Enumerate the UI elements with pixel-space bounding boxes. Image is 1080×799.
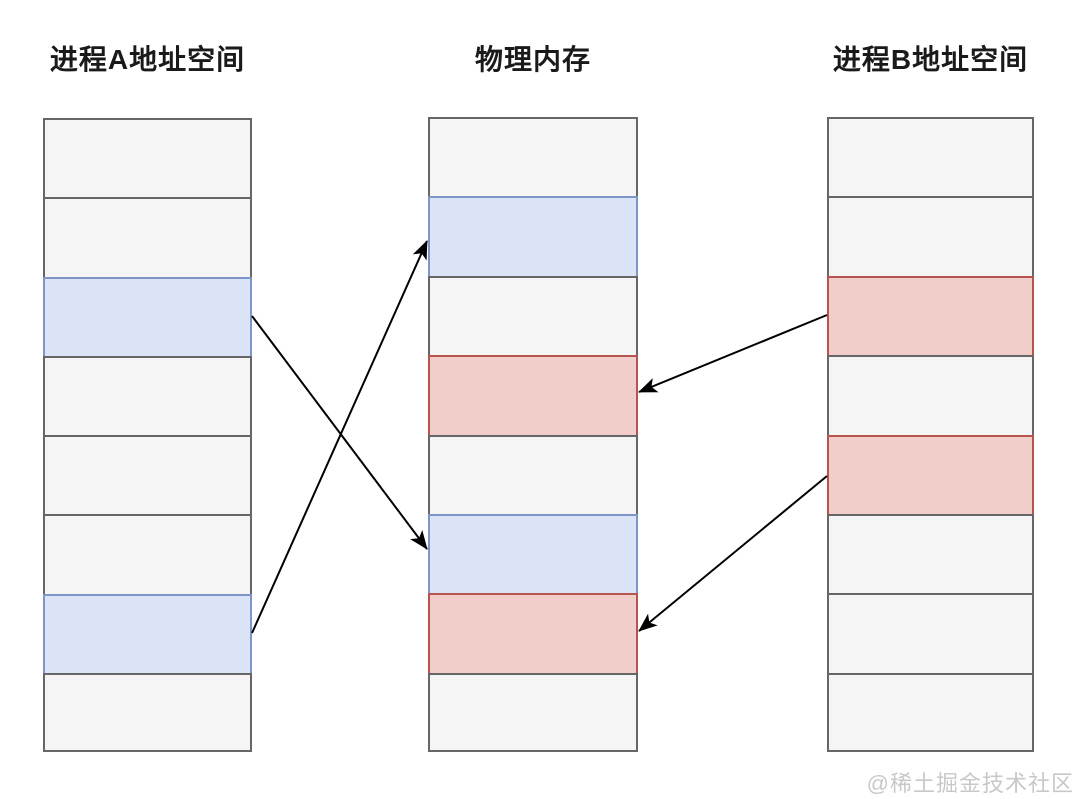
physical-memory-row-5 bbox=[428, 435, 638, 516]
physical-memory-row-1 bbox=[428, 117, 638, 198]
process-a-row-8 bbox=[43, 673, 252, 752]
mapping-arrow-a-page7-to-frame2 bbox=[251, 240, 428, 634]
process-a-row-4 bbox=[43, 356, 252, 437]
process-a-row-5 bbox=[43, 435, 252, 516]
process-a-column bbox=[43, 118, 252, 752]
physical-memory-row-8 bbox=[428, 673, 638, 752]
process-b-row-8 bbox=[827, 673, 1034, 752]
process-b-row-2 bbox=[827, 196, 1034, 278]
physical-memory-row-2-blue bbox=[428, 196, 638, 278]
process-a-row-6 bbox=[43, 514, 252, 596]
process-b-title: 进程B地址空间 bbox=[832, 44, 1029, 75]
process-b-row-3-red bbox=[827, 276, 1034, 357]
physical-memory-column bbox=[428, 117, 638, 752]
process-b-row-5-red bbox=[827, 435, 1034, 516]
physical-memory-row-7-red bbox=[428, 593, 638, 675]
process-b-row-1 bbox=[827, 117, 1034, 198]
mapping-arrow-b-page3-to-frame4 bbox=[638, 314, 828, 393]
physical-memory-row-3 bbox=[428, 276, 638, 357]
process-b-row-4 bbox=[827, 355, 1034, 437]
mapping-arrow-a-page3-to-frame6 bbox=[251, 315, 428, 550]
physical-memory-title: 物理内存 bbox=[474, 44, 592, 75]
process-a-title: 进程A地址空间 bbox=[49, 44, 246, 75]
process-a-row-3-blue bbox=[43, 277, 252, 358]
mapping-arrow-b-page5-to-frame7 bbox=[638, 475, 828, 632]
process-a-row-2 bbox=[43, 197, 252, 279]
watermark: @稀土掘金技术社区 bbox=[866, 771, 1074, 796]
process-b-row-6 bbox=[827, 514, 1034, 595]
process-b-column bbox=[827, 117, 1034, 752]
process-b-row-7 bbox=[827, 593, 1034, 675]
process-a-row-1 bbox=[43, 118, 252, 199]
physical-memory-row-4-red bbox=[428, 355, 638, 437]
process-a-row-7-blue bbox=[43, 594, 252, 675]
physical-memory-row-6-blue bbox=[428, 514, 638, 595]
